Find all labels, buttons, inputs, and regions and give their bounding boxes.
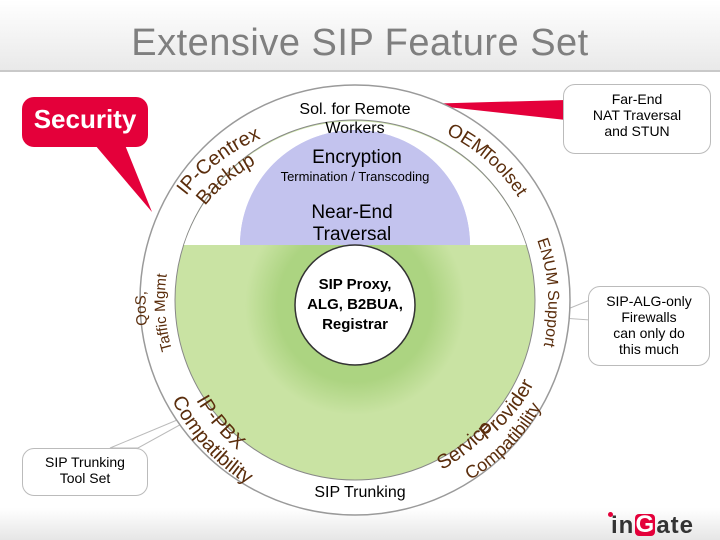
near-end-segment-overlay xyxy=(240,130,470,245)
far-end-callout: Far-End NAT Traversal and STUN xyxy=(563,84,711,154)
trunking-tool-line-2: Tool Set xyxy=(59,470,111,487)
logo-prefix: in xyxy=(611,512,635,539)
trunking-label: SIP Trunking xyxy=(314,484,405,501)
trunking-tool-line-1: SIP Trunking xyxy=(45,454,125,470)
near-end-line-2: Traversal xyxy=(313,224,391,245)
sip-alg-line-4: this much xyxy=(619,341,679,358)
logo-dot-icon xyxy=(608,512,613,517)
logo-suffix: ate xyxy=(656,512,695,539)
far-end-line-2: NAT Traversal xyxy=(592,107,682,124)
sip-alg-line-1: SIP-ALG-only xyxy=(606,293,692,309)
remote-line-1: Sol. for Remote xyxy=(299,101,410,118)
trunking-tool-callout: SIP Trunking Tool Set xyxy=(22,448,148,496)
far-end-pointer xyxy=(420,100,566,120)
center-disc xyxy=(294,244,416,366)
security-callout: Security xyxy=(22,97,148,147)
remote-line-2: Workers xyxy=(325,120,384,137)
slide-title: Extensive SIP Feature Set xyxy=(131,22,589,64)
sip-alg-line-3: can only do xyxy=(613,325,685,342)
far-end-line-3: and STUN xyxy=(604,123,670,140)
center-line-1: SIP Proxy, xyxy=(319,276,392,293)
logo-highlight: G xyxy=(635,511,656,538)
near-end-line-1: Near-End xyxy=(311,202,392,223)
sip-alg-line-2: Firewalls xyxy=(621,309,677,326)
ring-qos: QoS, xyxy=(133,291,151,327)
center-line-2: ALG, B2BUA, xyxy=(307,296,403,313)
sip-alg-callout: SIP-ALG-only Firewalls can only do this … xyxy=(588,286,710,366)
security-label: Security xyxy=(33,104,137,134)
ingate-logo: inGate xyxy=(608,511,712,539)
termination-label: Termination / Transcoding xyxy=(281,169,430,184)
center-line-3: Registrar xyxy=(322,316,388,333)
security-pointer xyxy=(95,145,152,212)
far-end-line-1: Far-End xyxy=(611,91,663,107)
encryption-label: Encryption xyxy=(312,147,402,168)
title-band xyxy=(0,0,720,72)
